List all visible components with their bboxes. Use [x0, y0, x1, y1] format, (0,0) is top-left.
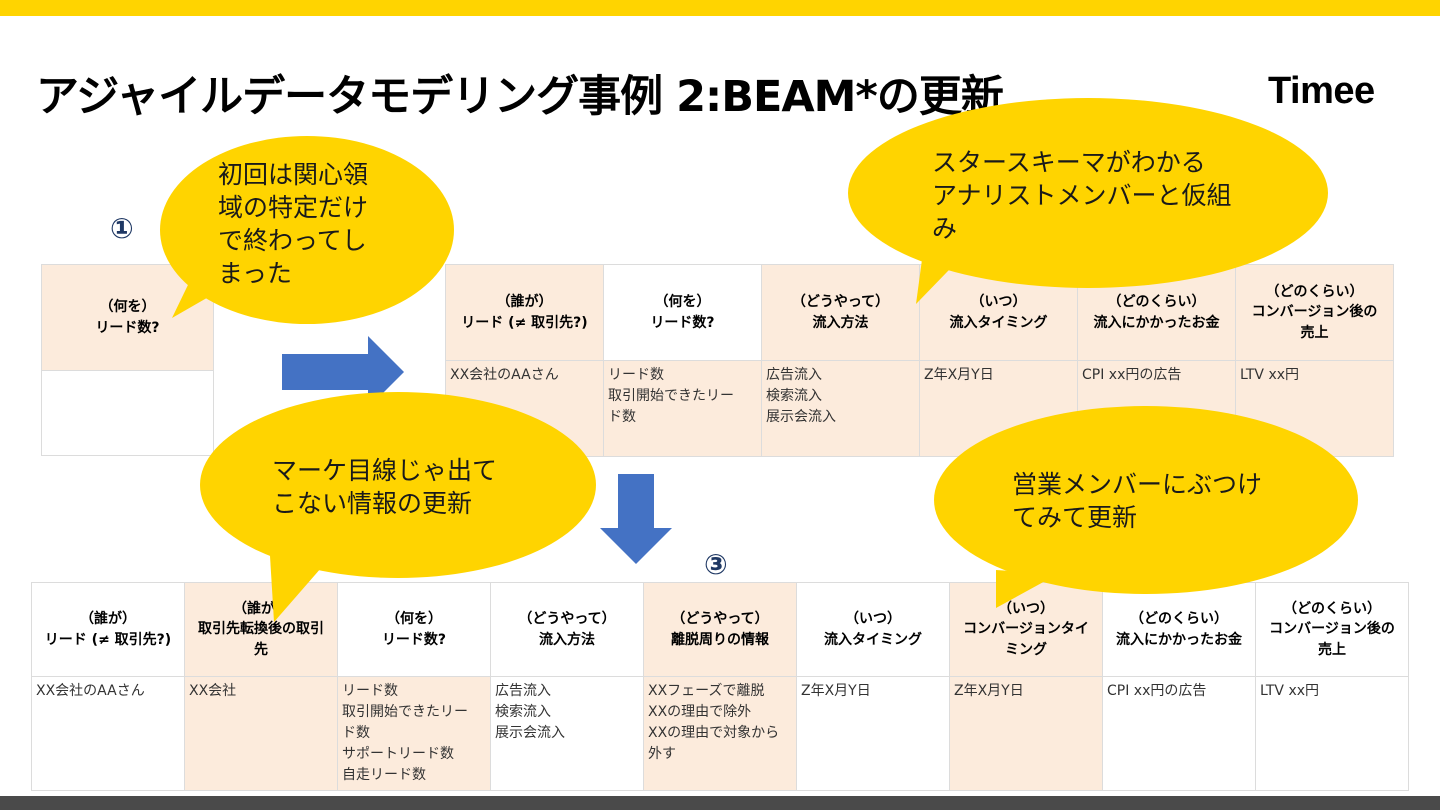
table2-header: （何を） リード数?	[603, 264, 762, 361]
top-accent-bar	[0, 0, 1440, 16]
table2-header: （どのくらい） コンバージョン後の 売上	[1235, 264, 1394, 361]
table3-cell: XXフェーズで離脱 XXの理由で除外 XXの理由で対象から 外す	[643, 676, 797, 791]
speech-bubble-marketing-text: マーケ目線じゃ出て こない情報の更新	[272, 456, 498, 518]
table2-header: （どうやって） 流入方法	[761, 264, 920, 361]
table-updated: （誰が） リード (≠ 取引先?) （誰が） 取引先転換後の取引 先 （何を） …	[31, 582, 1409, 791]
table3-header: （いつ） 流入タイミング	[796, 582, 950, 677]
table3-cell: Z年X月Y日	[949, 676, 1103, 791]
slide-title: アジャイルデータモデリング事例 2:BEAM*の更新	[36, 72, 1004, 122]
table3-cell: XX会社のAAさん	[31, 676, 185, 791]
table2-cell: リード数 取引開始できたリー ド数	[603, 360, 762, 457]
bottom-bar	[0, 796, 1440, 810]
table-draft: （誰が） リード (≠ 取引先?) （何を） リード数? （どうやって） 流入方…	[445, 264, 1394, 457]
speech-bubble-analyst	[848, 98, 1328, 288]
table3-cell: 広告流入 検索流入 展示会流入	[490, 676, 644, 791]
table1-empty-cell	[41, 370, 214, 456]
speech-bubble-initial-text: 初回は関心領 域の特定だけ で終わってし まった	[218, 160, 369, 288]
arrow-down-icon	[600, 474, 672, 564]
step-marker-1: ①	[110, 212, 134, 245]
table-initial: （何を） リード数?	[41, 264, 214, 456]
speech-bubble-marketing	[200, 392, 596, 578]
table2-header: （誰が） リード (≠ 取引先?)	[445, 264, 604, 361]
table3-header: （どうやって） 流入方法	[490, 582, 644, 677]
step-marker-3: ③	[704, 548, 728, 581]
table2-cell: 広告流入 検索流入 展示会流入	[761, 360, 920, 457]
table3-header: （何を） リード数?	[337, 582, 491, 677]
timee-logo: Timee	[1268, 70, 1375, 112]
table3-cell: XX会社	[184, 676, 338, 791]
speech-bubble-sales-text: 営業メンバーにぶつけ てみて更新	[1012, 470, 1263, 532]
table3-header: （どのくらい） 流入にかかったお金	[1102, 582, 1256, 677]
speech-bubble-analyst-text: スタースキーマがわかる アナリストメンバーと仮組 み	[932, 148, 1232, 243]
arrow-right-icon	[282, 336, 404, 408]
table3-cell: Z年X月Y日	[796, 676, 950, 791]
speech-bubble-sales	[934, 406, 1358, 594]
table3-header: （誰が） リード (≠ 取引先?)	[31, 582, 185, 677]
speech-bubble-tail	[270, 556, 328, 622]
table3-header: （どうやって） 離脱周りの情報	[643, 582, 797, 677]
table3-header: （いつ） コンバージョンタイ ミング	[949, 582, 1103, 677]
speech-bubble-initial	[160, 136, 454, 324]
table3-cell: LTV xx円	[1255, 676, 1409, 791]
table3-cell: CPI xx円の広告	[1102, 676, 1256, 791]
table3-header: （どのくらい） コンバージョン後の 売上	[1255, 582, 1409, 677]
table3-cell: リード数 取引開始できたリー ド数 サポートリード数 自走リード数	[337, 676, 491, 791]
